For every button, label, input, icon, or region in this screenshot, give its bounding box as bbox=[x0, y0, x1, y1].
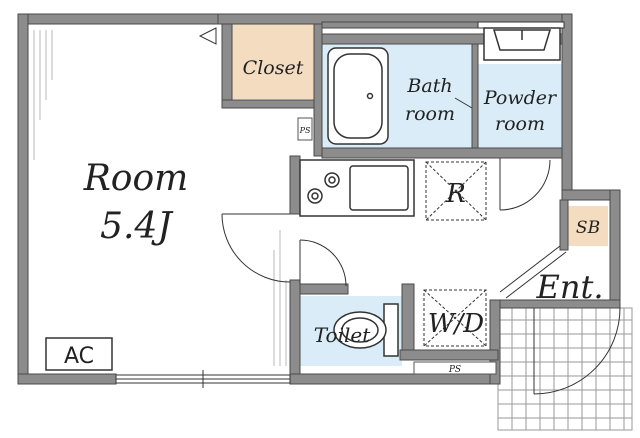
washer-dryer-label: W/D bbox=[428, 309, 484, 339]
air-conditioner-label: AC bbox=[64, 344, 94, 369]
walls bbox=[17, 13, 621, 385]
powder-room-label-line1: Powder bbox=[483, 87, 558, 109]
pipe-space-upper-box bbox=[297, 117, 313, 141]
toilet-fixture bbox=[333, 303, 399, 357]
washer-dryer-space bbox=[423, 289, 487, 347]
wash-basin bbox=[483, 27, 561, 61]
bathtub bbox=[327, 47, 389, 145]
entrance-label: Ent. bbox=[536, 268, 604, 306]
toilet-label: Toilet bbox=[314, 323, 371, 347]
pipe-space-lower-label: PS bbox=[448, 365, 461, 375]
refrigerator-label: R bbox=[445, 179, 466, 209]
refrigerator-space bbox=[425, 161, 487, 221]
doors bbox=[198, 27, 621, 395]
powder-room-label-line2: room bbox=[495, 113, 545, 135]
bathroom-label-line1: Bath bbox=[406, 75, 452, 97]
pipe-space-lower-box bbox=[413, 361, 497, 375]
powder-room-fill bbox=[475, 64, 565, 148]
air-conditioner-unit bbox=[45, 337, 113, 371]
room-size-label: 5.4J bbox=[100, 206, 174, 247]
shoe-box-fill bbox=[568, 206, 608, 246]
room-label: Room bbox=[83, 158, 189, 199]
closet-fill bbox=[232, 23, 314, 99]
room-hatching bbox=[33, 30, 287, 366]
bathroom-label-line2: room bbox=[405, 103, 455, 125]
entrance-step bbox=[499, 245, 567, 299]
shoe-box-label: SB bbox=[576, 218, 600, 238]
entrance-tile-floor bbox=[497, 307, 633, 431]
pipe-space-upper-label: PS bbox=[299, 126, 311, 135]
closet-label: Closet bbox=[243, 57, 304, 79]
kitchen-counter bbox=[299, 159, 415, 217]
